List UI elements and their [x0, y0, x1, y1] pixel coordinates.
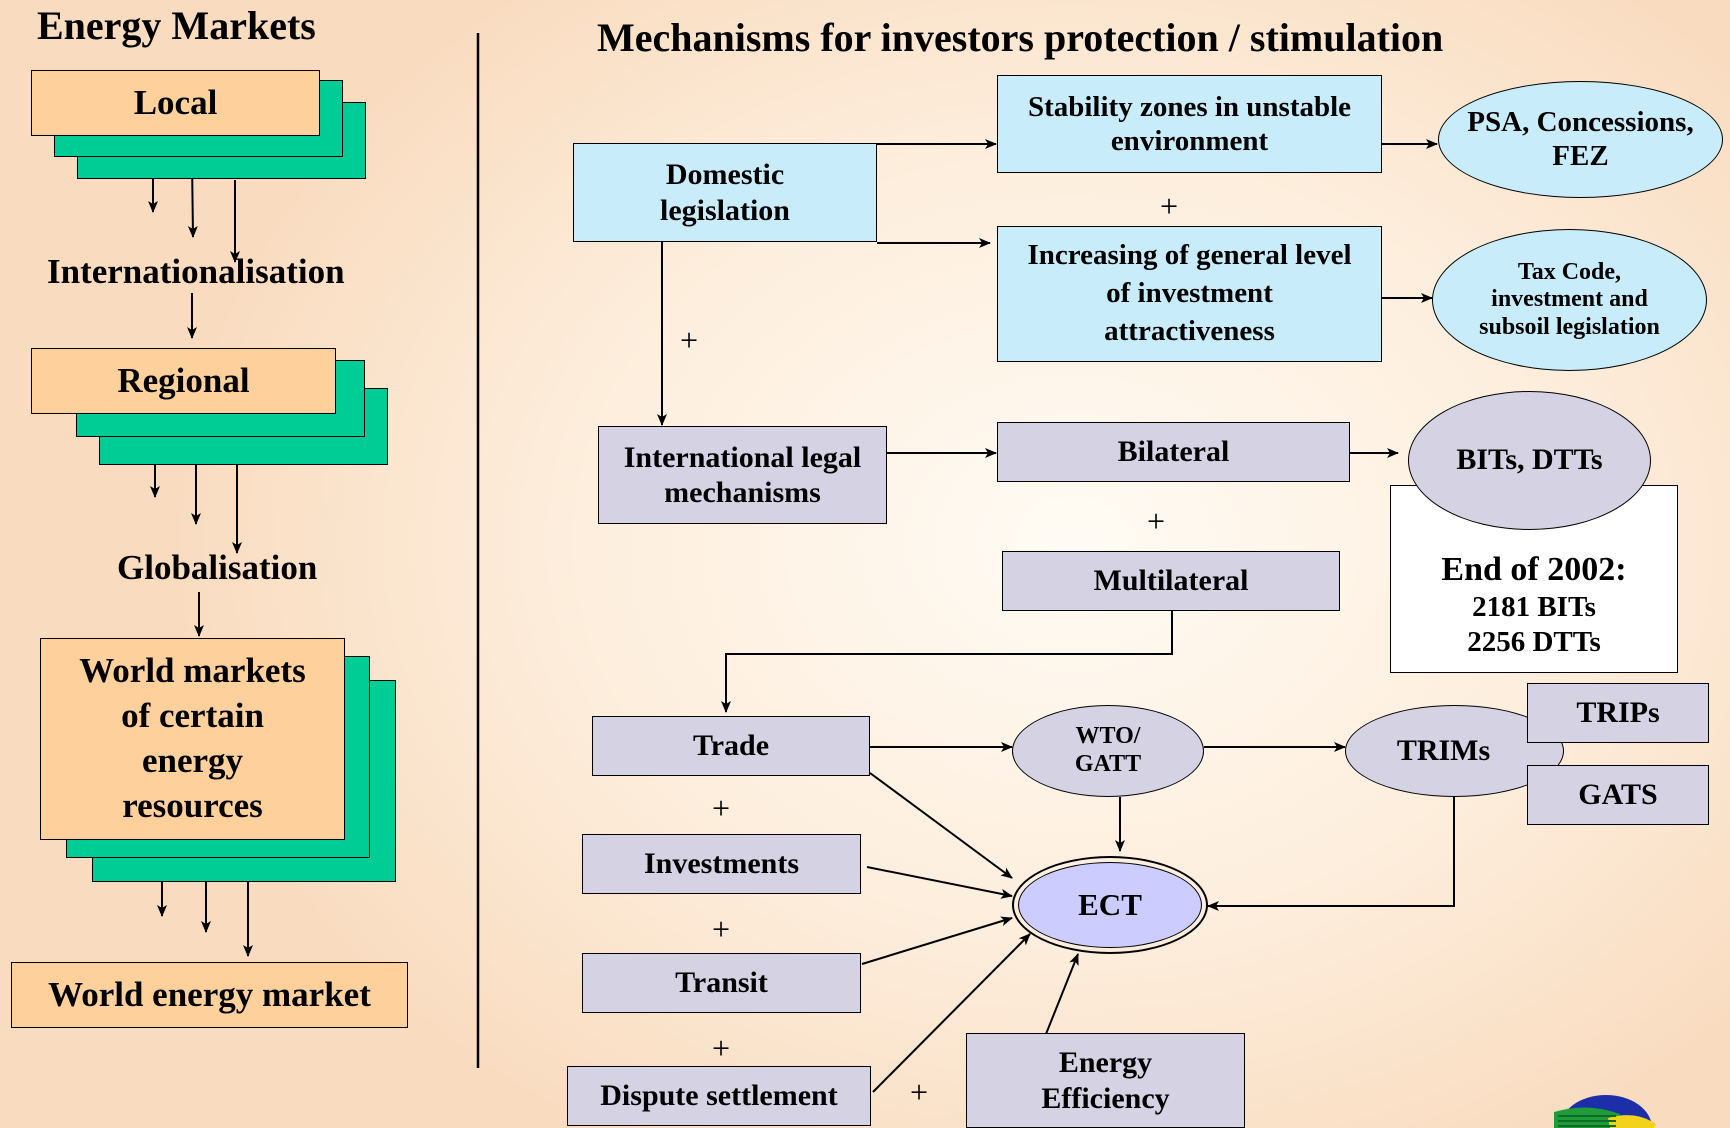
bits-dtts-ellipse: BITs, DTTs — [1408, 391, 1651, 530]
plus-sign: + — [910, 1074, 929, 1110]
local-box: Local — [31, 70, 320, 136]
tax-code-ellipse: Tax Code, investment and subsoil legisla… — [1432, 229, 1707, 371]
trips-box: TRIPs — [1527, 683, 1709, 743]
ect-ellipse: ECT — [1018, 862, 1202, 948]
end-2002-bits: 2181 BITs — [1472, 591, 1596, 624]
world-markets-label: World markets of certain energy resource… — [79, 651, 306, 825]
world-energy-market-box: World energy market — [11, 962, 408, 1028]
stability-zones-label: Stability zones in unstable environment — [1027, 90, 1352, 157]
psa-label: PSA, Concessions, FEZ — [1467, 106, 1694, 172]
domestic-legislation-label: Domestic legislation — [659, 158, 790, 227]
end-2002-dtts: 2256 DTTs — [1467, 626, 1601, 659]
investments-box: Investments — [582, 834, 861, 894]
increasing-attractiveness-box: Increasing of general level of investmen… — [997, 226, 1382, 362]
bilateral-box: Bilateral — [997, 422, 1350, 482]
international-mechanisms-label: International legal mechanisms — [623, 440, 862, 509]
increasing-attractiveness-label: Increasing of general level of investmen… — [1027, 239, 1352, 347]
plus-sign: + — [712, 790, 731, 826]
energy-efficiency-box: Energy Efficiency — [966, 1033, 1245, 1128]
ect-outer-ring — [1012, 856, 1208, 954]
internationalisation-label: Internationalisation — [47, 252, 345, 291]
wto-gatt-ellipse: WTO/ GATT — [1012, 705, 1204, 797]
multilateral-box: Multilateral — [1002, 551, 1340, 611]
globalisation-label: Globalisation — [117, 548, 318, 587]
stability-zones-box: Stability zones in unstable environment — [997, 75, 1382, 173]
domestic-legislation-box: Domestic legislation — [573, 143, 877, 242]
globe-logo-icon — [1554, 1095, 1656, 1128]
plus-sign: + — [680, 322, 699, 358]
gats-box: GATS — [1527, 765, 1709, 825]
world-markets-box: World markets of certain energy resource… — [40, 638, 345, 840]
tax-code-label: Tax Code, investment and subsoil legisla… — [1479, 258, 1660, 340]
energy-markets-title: Energy Markets — [37, 3, 316, 48]
energy-efficiency-label: Energy Efficiency — [1041, 1046, 1170, 1115]
plus-sign: + — [1160, 188, 1179, 224]
regional-box: Regional — [31, 348, 336, 414]
transit-box: Transit — [582, 953, 861, 1013]
trade-box: Trade — [592, 716, 870, 776]
plus-sign: + — [1147, 503, 1166, 539]
dispute-settlement-box: Dispute settlement — [567, 1066, 871, 1126]
mechanisms-title: Mechanisms for investors protection / st… — [597, 15, 1444, 60]
plus-sign: + — [712, 1030, 731, 1066]
international-mechanisms-box: International legal mechanisms — [598, 426, 887, 524]
plus-sign: + — [712, 911, 731, 947]
wto-gatt-label: WTO/ GATT — [1074, 723, 1142, 777]
end-2002-heading: End of 2002: — [1441, 550, 1627, 588]
psa-ellipse: PSA, Concessions, FEZ — [1438, 81, 1723, 198]
